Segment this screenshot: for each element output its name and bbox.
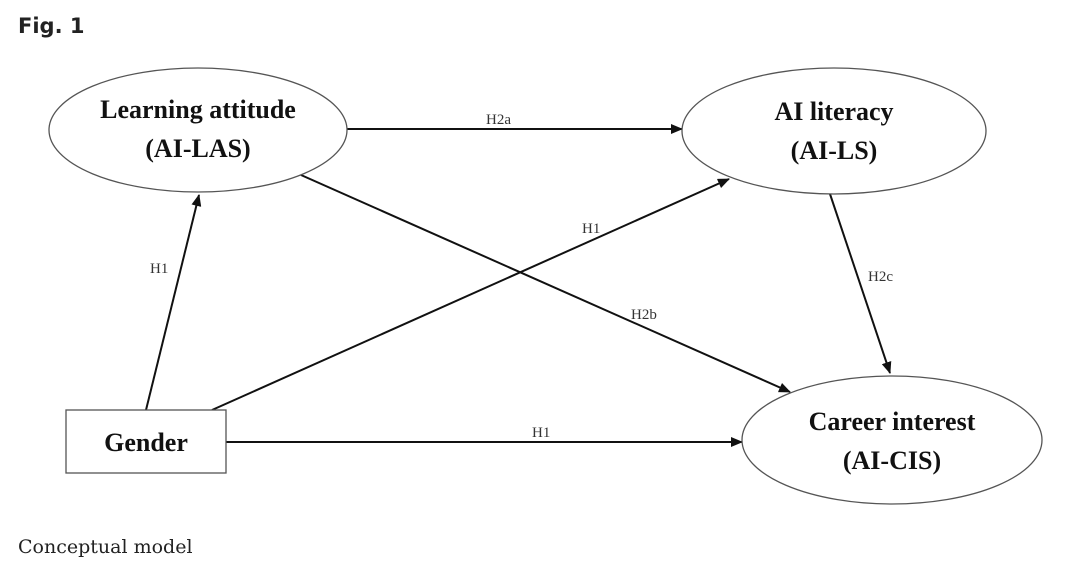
edge-label-h2b: H2b — [631, 307, 657, 323]
node-ai-literacy-line1: AI literacy — [774, 97, 893, 126]
node-gender: Gender — [65, 409, 227, 474]
edge-gender-to-las — [145, 194, 202, 411]
node-career-interest-line2: (AI-CIS) — [843, 446, 941, 475]
node-gender-label: Gender — [104, 428, 188, 457]
edge-label-h2c: H2c — [868, 269, 893, 285]
node-career-interest-line1: Career interest — [809, 407, 976, 436]
edge-ls-to-cis — [829, 193, 892, 374]
edge-gender-to-ls — [211, 178, 730, 411]
node-learning-attitude-ellipse — [48, 67, 348, 193]
node-career-interest-ellipse — [741, 375, 1043, 505]
edge-label-h1-gender-cis: H1 — [532, 425, 550, 441]
node-gender-box — [65, 409, 227, 474]
node-learning-attitude-line1: Learning attitude — [100, 95, 296, 124]
edge-label-h2a: H2a — [486, 112, 511, 128]
node-learning-attitude-line2: (AI-LAS) — [145, 134, 250, 163]
node-ai-literacy-line2: (AI-LS) — [791, 136, 878, 165]
node-ai-literacy-ellipse — [681, 67, 987, 195]
figure-label: Fig. 1 — [18, 14, 85, 38]
node-ai-literacy: AI literacy (AI-LS) — [681, 67, 987, 195]
figure-caption: Conceptual model — [18, 536, 193, 558]
node-learning-attitude: Learning attitude (AI-LAS) — [48, 67, 348, 193]
edge-label-h1-gender-las: H1 — [150, 261, 168, 277]
edge-label-h1-gender-ls: H1 — [582, 221, 600, 237]
edge-las-to-cis — [300, 174, 791, 393]
node-career-interest: Career interest (AI-CIS) — [741, 375, 1043, 505]
